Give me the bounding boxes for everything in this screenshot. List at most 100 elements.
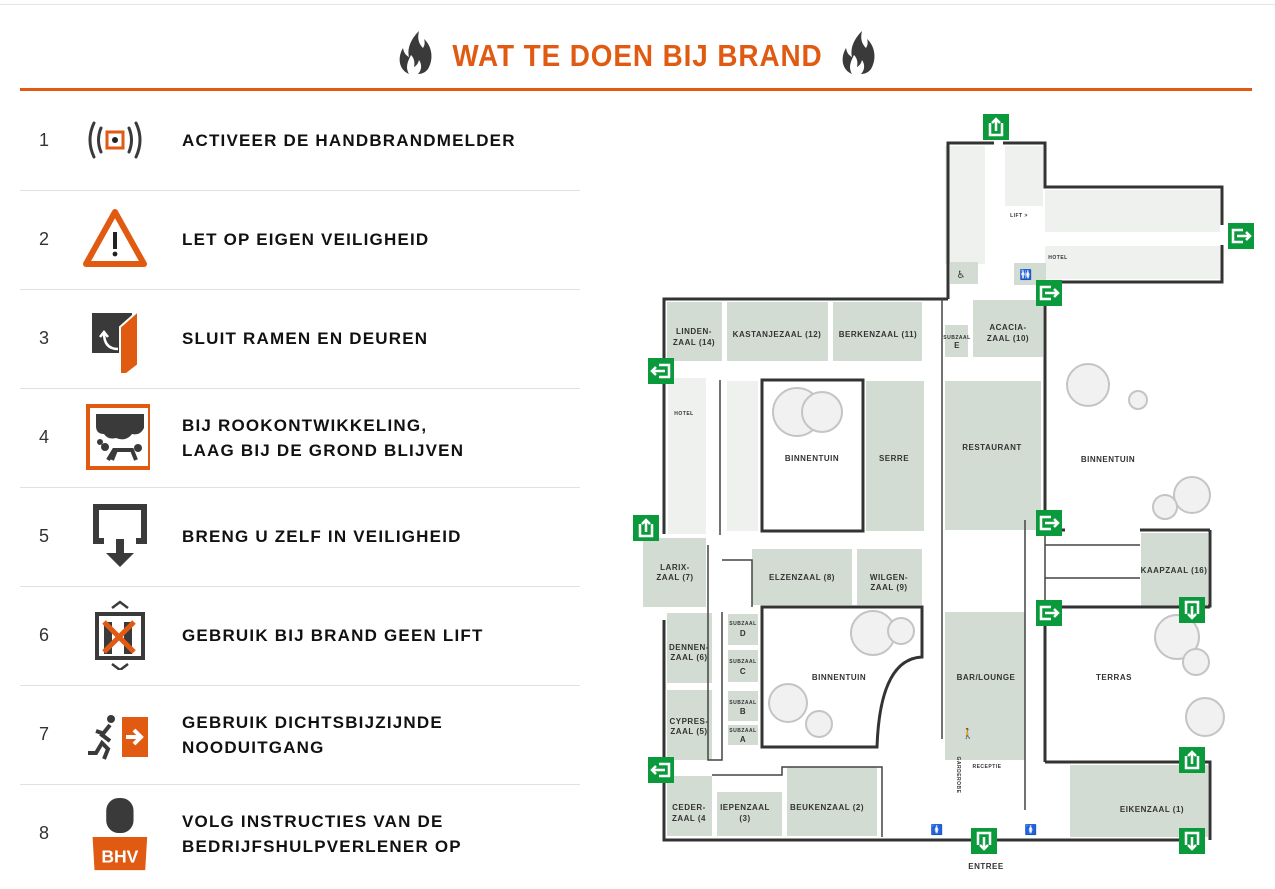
amenity-icons: ♿ 🚻 🚶 🚺 🚺 [931,268,1037,836]
svg-text:HOTEL: HOTEL [674,411,693,417]
room-lindenzaal [667,302,722,361]
wheelchair-icon: ♿ [957,270,966,281]
person-icon: 🚶 [962,727,974,740]
step-text: LET OP EIGEN VEILIGHEID [182,230,430,249]
step-text: BRENG U ZELF IN VEILIGHEID [182,527,462,546]
svg-text:ZAAL (7): ZAAL (7) [656,573,693,582]
smoke-crawl-icon [86,404,150,470]
svg-text:SUBZAAL: SUBZAAL [943,335,970,341]
step-number: 1 [39,130,50,150]
svg-text:SUBZAAL: SUBZAAL [729,621,756,627]
step-text: ACTIVEER DE HANDBRANDMELDER [182,131,516,150]
svg-text:LINDEN-: LINDEN- [676,327,712,336]
room-beukenzaal [787,767,877,836]
svg-text:CYPRES-: CYPRES- [669,717,708,726]
svg-text:SUBZAAL: SUBZAAL [729,700,756,706]
svg-text:IEPENZAAL: IEPENZAAL [720,803,770,812]
flame-icon [399,31,432,74]
step-number: 5 [39,526,50,546]
step-1: 1 ACTIVEER DE HANDBRANDMELDER [20,91,580,191]
svg-text:LIFT >: LIFT > [1010,213,1028,219]
step-5: 5 BRENG U ZELF IN VEILIGHEID [20,487,580,587]
svg-text:BINNENTUIN: BINNENTUIN [785,454,839,463]
step-text: GEBRUIK BIJ BRAND GEEN LIFT [182,626,484,645]
svg-text:BAR/LOUNGE: BAR/LOUNGE [957,673,1016,682]
room-kastanjezaal [727,302,828,361]
svg-text:E: E [954,341,960,350]
svg-text:BINNENTUIN: BINNENTUIN [1081,455,1135,464]
trees [768,363,1225,738]
bhv-badge: BHV [101,846,138,866]
svg-text:(3): (3) [739,814,750,823]
room-eikenzaal [1070,765,1208,837]
room-cederzaal [667,776,712,836]
svg-text:ZAAL (14): ZAAL (14) [673,338,715,347]
room-iepenzaal [717,792,782,836]
svg-text:HOTEL: HOTEL [1048,255,1067,261]
svg-text:SUBZAAL: SUBZAAL [729,659,756,665]
svg-text:WILGEN-: WILGEN- [870,573,908,582]
step-number: 4 [39,427,50,447]
flame-icon [842,31,875,74]
step-number: 8 [39,823,50,843]
warning-triangle-icon [83,209,147,267]
fire-alarm-icon [88,121,142,159]
svg-text:DENNEN-: DENNEN- [669,643,709,652]
toilet-icon: 🚺 [931,823,943,836]
rooms [643,299,1210,837]
running-exit-icon [88,715,148,760]
emergency-exit-icon [983,114,1009,140]
emergency-exit-icon [1036,280,1062,306]
toilet-icon: 🚺 [1025,823,1037,836]
svg-text:SUBZAAL: SUBZAAL [729,728,756,734]
title-underline [20,88,1252,91]
step-4: 4 BIJ ROOKONTWIKKELING, LAAG BIJ DE GROND… [20,388,580,488]
emergency-exit-icon [648,757,674,783]
room-dennenzaal [667,613,712,683]
emergency-exit-icon [1228,223,1254,249]
exit-down-icon [93,504,147,567]
svg-text:BINNENTUIN: BINNENTUIN [812,673,866,682]
room-acaciazaal [973,300,1043,357]
emergency-exit-icon [1179,828,1205,854]
svg-text:ZAAL (9): ZAAL (9) [870,583,907,592]
svg-text:KASTANJEZAAL (12): KASTANJEZAAL (12) [733,330,822,339]
svg-text:EIKENZAAL (1): EIKENZAAL (1) [1120,805,1184,814]
emergency-exit-icon [633,515,659,541]
hotel-rooms-left [668,378,706,534]
room-elzenzaal [752,549,852,605]
emergency-exit-icon [648,358,674,384]
step-text: NOODUITGANG [182,737,325,757]
room-restaurant [945,381,1041,530]
step-text: SLUIT RAMEN EN DEUREN [182,329,429,348]
step-text: BIJ ROOKONTWIKKELING, [182,415,428,435]
svg-text:ACACIA-: ACACIA- [989,323,1026,332]
svg-text:BEUKENZAAL (2): BEUKENZAAL (2) [790,803,864,812]
svg-text:CEDER-: CEDER- [672,803,706,812]
step-3: 3 SLUIT RAMEN EN DEUREN [20,289,580,389]
svg-text:ZAAL (5): ZAAL (5) [670,727,707,736]
emergency-exit-icon [1179,747,1205,773]
step-text: BEDRIJFSHULPVERLENER OP [182,836,462,856]
room-bar-lounge [945,612,1025,760]
svg-text:B: B [740,707,746,716]
toilet-icon: 🚻 [1020,268,1032,281]
svg-text:ZAAL (6): ZAAL (6) [670,653,707,662]
svg-text:RECEPTIE: RECEPTIE [972,764,1001,770]
emergency-exit-icon [971,828,997,854]
room-cypreszaal [667,690,712,760]
svg-text:TERRAS: TERRAS [1096,673,1132,682]
svg-text:BERKENZAAL (11): BERKENZAAL (11) [839,330,917,339]
page-title: WAT TE DOEN BIJ BRAND [452,38,823,73]
step-number: 6 [39,625,50,645]
step-number: 7 [39,724,50,744]
room-larixzaal [643,538,706,607]
svg-text:KAAPZAAL (16): KAAPZAAL (16) [1141,566,1208,575]
room-wilgenzaal [857,549,922,605]
emergency-exit-icon [1036,600,1062,626]
step-text: LAAG BIJ DE GROND BLIJVEN [182,440,465,460]
hotel-wing [945,141,1224,299]
room-subzaal-e [945,325,968,357]
